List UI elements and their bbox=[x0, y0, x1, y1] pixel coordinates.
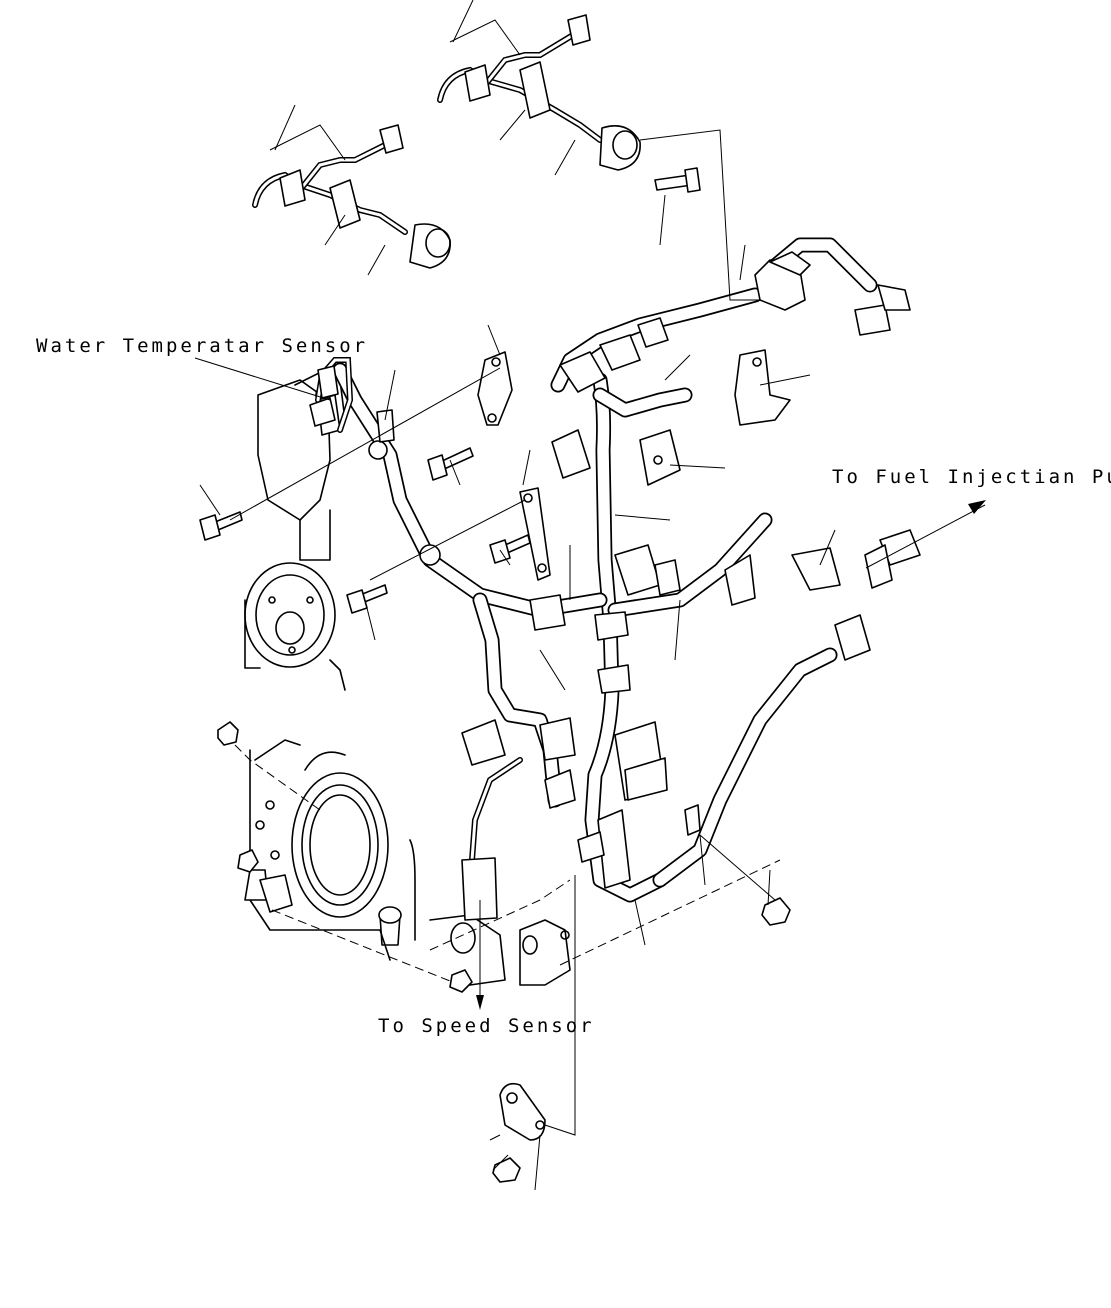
bolts bbox=[199, 167, 791, 1183]
bolt-top bbox=[654, 167, 701, 193]
label-fuel-injection-pump: To Fuel Injectian Pump bbox=[832, 466, 1111, 488]
leader-lines bbox=[194, 0, 986, 1191]
bolt-mid2 bbox=[489, 534, 531, 564]
brackets bbox=[376, 349, 791, 1141]
engine-block bbox=[244, 369, 571, 986]
bolt-left bbox=[199, 511, 243, 541]
label-speed-sensor: To Speed Sensor bbox=[378, 1015, 595, 1037]
dashed-reference-lines bbox=[234, 744, 781, 986]
pulley bbox=[244, 562, 336, 668]
seal-housing bbox=[291, 751, 389, 918]
connectors bbox=[315, 251, 921, 921]
injector-harness-right bbox=[437, 14, 641, 171]
water-temp-sensor bbox=[309, 357, 354, 433]
bolt-pulley bbox=[346, 584, 388, 614]
label-water-temp-sensor: Water Temperatar Sensor bbox=[36, 335, 368, 357]
injector-harness-left bbox=[252, 124, 451, 269]
bolt-mid bbox=[427, 447, 474, 481]
arrow-icon bbox=[476, 500, 986, 1010]
